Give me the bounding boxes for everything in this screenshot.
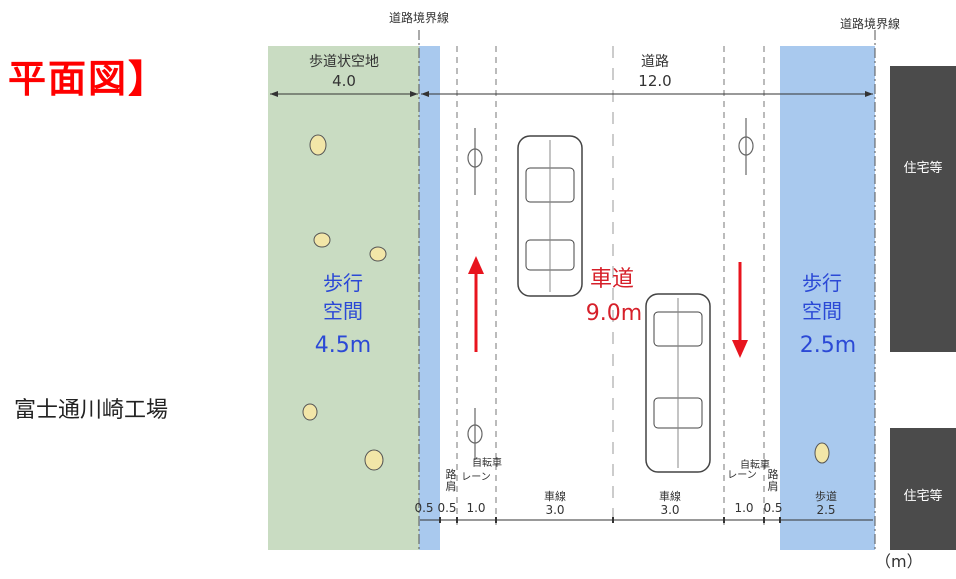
sidewalk-label: 歩道 [815, 489, 837, 503]
bike-left-label-2: レーン [461, 472, 491, 483]
dim-ticks [439, 517, 781, 523]
dim-arrowhead [270, 91, 278, 97]
housing-label-1: 住宅等 [903, 160, 942, 176]
walk-left-line2: 空間 [323, 299, 363, 323]
dim-bike-left: 1.0 [466, 501, 485, 515]
dim-lane-left: 3.0 [545, 503, 564, 517]
walk-left-line1: 歩行 [323, 271, 363, 295]
housing-label-2: 住宅等 [903, 488, 942, 504]
arrow-down-icon [732, 340, 748, 358]
road-label: 道路 [641, 54, 669, 70]
walk-right-width: 2.5m [800, 333, 856, 358]
walk-right-line2: 空間 [802, 299, 842, 323]
right-sidewalk [780, 46, 875, 550]
lane-left-label: 車線 [544, 489, 566, 503]
shoulder-right-label-1: 路 [768, 468, 779, 481]
dim-arrowhead [865, 91, 873, 97]
carriageway-width: 9.0m [586, 301, 642, 326]
dim-shoulder-left: 0.5 [437, 501, 456, 515]
dim-left-strip: 0.5 [414, 501, 433, 515]
green-open-space [268, 46, 419, 550]
arrow-up-icon [468, 256, 484, 274]
walk-left-width: 4.5m [315, 333, 371, 358]
dim-shoulder-right: 0.5 [763, 501, 782, 515]
boundary-label-right: 道路境界線 [840, 16, 900, 31]
dim-arrowhead [421, 91, 429, 97]
dim-lane-right: 3.0 [660, 503, 679, 517]
diagram-title: 平面図】 [8, 57, 169, 101]
car-icon [517, 135, 583, 297]
shoulder-right-label-2: 肩 [768, 479, 779, 493]
boundary-label-left: 道路境界線 [389, 10, 449, 25]
housing-block-1 [890, 66, 956, 352]
factory-label: 富士通川崎工場 [14, 398, 169, 423]
bike-left-label-1: 自転車 [472, 456, 502, 469]
road-width: 12.0 [638, 72, 671, 90]
pedestrian-icons [302, 134, 830, 471]
bike-right-label-1: レーン [727, 470, 757, 481]
sidewalk-area-width: 4.0 [332, 72, 356, 90]
bicycle-icons [467, 118, 754, 460]
car-icon [645, 293, 711, 473]
dim-arrowhead [410, 91, 418, 97]
carriageway-label: 車道 [590, 267, 634, 292]
dim-bike-right: 1.0 [734, 501, 753, 515]
sidewalk-area-label: 歩道状空地 [309, 54, 379, 70]
unit-label: （m） [875, 552, 923, 571]
shoulder-left-label-1: 路 [446, 468, 457, 481]
bike-right-label-2: 自転車 [740, 458, 770, 471]
left-walk-strip [419, 46, 440, 550]
dim-sidewalk: 2.5 [816, 503, 835, 517]
walk-right-line1: 歩行 [802, 271, 842, 295]
housing-block-2 [890, 428, 956, 550]
shoulder-left-label-2: 肩 [446, 479, 457, 493]
lane-right-label: 車線 [659, 489, 681, 503]
